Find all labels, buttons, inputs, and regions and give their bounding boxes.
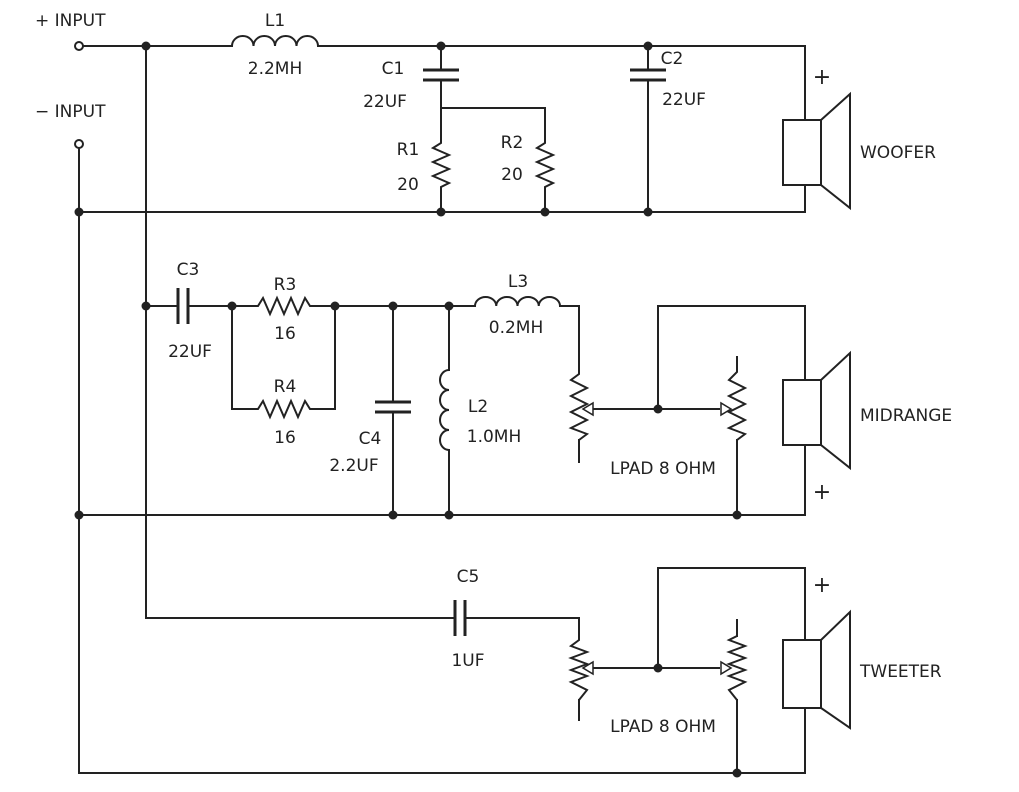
r4-value: 16: [274, 428, 296, 448]
l2-value: 1.0MH: [467, 427, 522, 447]
capacitor-c3: [176, 288, 190, 324]
tweeter-plus-sign: +: [813, 573, 831, 598]
junction-dots: [74, 41, 742, 778]
r1-name: R1: [397, 140, 420, 160]
resistor-r4: [255, 398, 315, 420]
capacitor-c4: [375, 400, 411, 414]
woofer-label: WOOFER: [860, 143, 936, 163]
woofer-plus-sign: +: [813, 65, 831, 90]
r4-name: R4: [274, 377, 297, 397]
inductor-l3: [474, 296, 561, 307]
c4-value: 2.2UF: [329, 456, 378, 476]
resistor-r2: [534, 140, 556, 190]
lpad-tweet-left: [568, 636, 594, 701]
l1-value: 2.2MH: [248, 59, 303, 79]
minus-input-label: − INPUT: [35, 102, 106, 122]
inductor-l2: [439, 369, 450, 451]
speaker-midrange: [782, 350, 851, 471]
capacitor-c5: [453, 600, 467, 636]
c5-name: C5: [457, 567, 480, 587]
lpad-tweet-label: LPAD 8 OHM: [610, 717, 716, 737]
plus-input-label: + INPUT: [35, 11, 106, 31]
minus-input-terminal: [74, 139, 84, 149]
r3-name: R3: [274, 275, 297, 295]
r3-value: 16: [274, 324, 296, 344]
r2-name: R2: [501, 133, 524, 153]
inductor-l1: [231, 35, 319, 47]
c3-name: C3: [177, 260, 200, 280]
c5-value: 1UF: [451, 651, 484, 671]
c1-value: 22UF: [363, 92, 407, 112]
midrange-label: MIDRANGE: [860, 406, 952, 426]
lpad-tweet-right: [720, 620, 748, 701]
c1-name: C1: [382, 59, 405, 79]
l3-name: L3: [508, 272, 528, 292]
c2-name: C2: [661, 49, 684, 69]
lpad-mid-right: [720, 356, 748, 441]
r1-value: 20: [397, 175, 419, 195]
speaker-woofer: [782, 91, 851, 211]
resistor-r1: [430, 140, 452, 190]
lpad-mid-label: LPAD 8 OHM: [610, 459, 716, 479]
midrange-plus-sign: +: [813, 480, 831, 505]
c2-value: 22UF: [662, 90, 706, 110]
capacitor-c1: [423, 68, 459, 82]
tweeter-label: TWEETER: [859, 662, 942, 682]
capacitor-c2: [630, 68, 666, 82]
plus-input-terminal: [74, 41, 84, 51]
l2-name: L2: [468, 397, 488, 417]
l1-name: L1: [265, 11, 285, 31]
l3-value: 0.2MH: [489, 318, 544, 338]
resistor-r3: [255, 295, 315, 317]
speaker-tweeter: [782, 609, 851, 730]
lpad-mid-left: [568, 368, 594, 441]
wires: [78, 45, 806, 774]
c3-value: 22UF: [168, 342, 212, 362]
r2-value: 20: [501, 165, 523, 185]
c4-name: C4: [359, 429, 382, 449]
